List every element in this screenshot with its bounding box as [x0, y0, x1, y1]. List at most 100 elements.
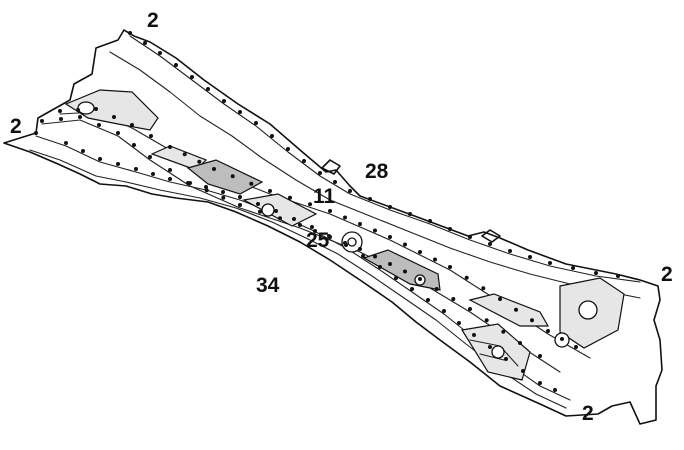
callout-34: 34 — [256, 274, 280, 297]
spot-weld-dot — [358, 247, 362, 251]
inner-cross-member — [41, 119, 561, 373]
spot-weld-dot — [616, 274, 620, 278]
spot-weld-dot — [468, 307, 472, 311]
callout-11: 11 — [313, 185, 336, 208]
spot-weld-dot — [553, 388, 557, 392]
spot-weld-dot — [151, 172, 155, 176]
top-tab-2 — [481, 229, 501, 243]
spot-weld-dot — [292, 217, 296, 221]
boss-hole-1 — [261, 203, 275, 217]
spot-weld-dot — [388, 205, 392, 209]
left-pan-hole — [77, 101, 95, 115]
spot-weld-dot — [394, 276, 398, 280]
spot-weld-dot — [254, 121, 258, 125]
bracket-hole — [491, 345, 505, 359]
spot-weld-dot — [442, 309, 446, 313]
left-pan — [64, 89, 159, 131]
boss-hole-2-inner — [347, 237, 357, 247]
spot-weld-dot — [333, 180, 337, 184]
opening-3 — [242, 193, 318, 227]
spot-weld-dot — [310, 225, 314, 229]
spot-weld-dot — [468, 235, 472, 239]
spot-weld-dot — [343, 215, 347, 220]
spot-weld-dot — [484, 318, 489, 323]
spot-weld-dot — [249, 181, 254, 186]
spot-weld-dot — [58, 109, 62, 113]
spot-weld-dot — [594, 271, 598, 275]
spot-weld-dot — [426, 298, 430, 302]
spot-weld-dot — [328, 209, 332, 213]
spot-weld-dot — [78, 115, 82, 119]
spot-weld-dot — [538, 381, 542, 385]
spot-weld-dot — [464, 275, 469, 280]
rear-rail-line-2 — [109, 51, 641, 299]
spot-weld-dot — [560, 337, 564, 341]
callout-2-bottom: 2 — [582, 402, 594, 425]
spot-weld-dot — [378, 265, 382, 269]
spot-weld-dot — [410, 287, 414, 291]
spot-weld-dot — [188, 181, 192, 185]
spot-weld-dot — [274, 209, 278, 213]
spot-weld-dot — [403, 269, 407, 274]
spot-weld-dot — [197, 159, 202, 164]
spot-weld-dot — [358, 222, 362, 226]
spot-weld-dot — [168, 145, 172, 149]
spot-weld-dot — [313, 229, 317, 233]
spot-weld-dot — [222, 99, 226, 103]
spot-weld-dot — [368, 197, 372, 201]
opening-2 — [186, 159, 264, 195]
rear-rail-line — [129, 35, 641, 283]
spot-weld-dot — [388, 235, 392, 239]
spot-weld-dot — [451, 297, 456, 301]
spot-weld-dot — [538, 354, 542, 358]
spot-weld-dot — [508, 249, 512, 253]
spot-weld-dot — [373, 254, 377, 259]
spot-weld-dot — [286, 147, 290, 151]
spot-weld-dot — [428, 219, 432, 223]
spot-weld-dot — [258, 209, 262, 214]
spot-weld-dot — [373, 228, 377, 233]
spot-weld-dot — [76, 108, 80, 112]
spot-weld-dot — [130, 123, 134, 127]
spot-weld-dot — [343, 241, 347, 245]
spot-weld-dot — [528, 255, 532, 259]
spot-weld-dot — [132, 143, 136, 147]
spot-weld-dot — [546, 329, 550, 333]
spot-weld-dot — [238, 110, 242, 114]
spot-weld-dot — [112, 115, 116, 119]
spot-weld-dot — [302, 159, 306, 163]
spot-weld-dot — [143, 41, 147, 45]
spot-weld-dot — [212, 167, 216, 171]
spot-weld-dot — [230, 174, 235, 179]
spot-weld-dot — [472, 333, 476, 337]
spot-weld-dot — [434, 287, 439, 291]
spot-weld-dot — [448, 265, 452, 269]
spot-weld-dot — [168, 177, 172, 181]
opening-1 — [150, 145, 208, 171]
callout-2-left: 2 — [10, 115, 22, 138]
spot-weld-dot — [158, 51, 162, 55]
spot-weld-dot — [270, 134, 274, 138]
spot-weld-dot — [488, 345, 492, 349]
spot-weld-dot — [308, 202, 312, 207]
spot-weld-dot — [571, 266, 575, 270]
strut-hole-1 — [578, 300, 598, 320]
spot-weld-dot — [457, 321, 461, 325]
spot-weld-dot — [64, 141, 68, 145]
spot-weld-dot — [238, 203, 242, 207]
spot-weld-dot — [418, 250, 422, 254]
spot-weld-dot — [530, 318, 534, 323]
spot-weld-dot — [221, 190, 225, 194]
spot-weld-dot — [498, 297, 502, 301]
callout-25: 25 — [306, 229, 330, 252]
front-flange-line — [29, 149, 567, 409]
spot-weld-dot — [388, 262, 392, 266]
spot-weld-dot — [148, 155, 152, 159]
spot-weld-dot — [318, 171, 322, 175]
spot-weld-dot — [94, 107, 98, 111]
callout-28: 28 — [365, 160, 389, 183]
opening-5 — [468, 293, 550, 327]
spot-weld-dot — [40, 119, 44, 123]
spot-weld-dot — [288, 195, 292, 200]
spot-weld-dot — [256, 202, 260, 206]
